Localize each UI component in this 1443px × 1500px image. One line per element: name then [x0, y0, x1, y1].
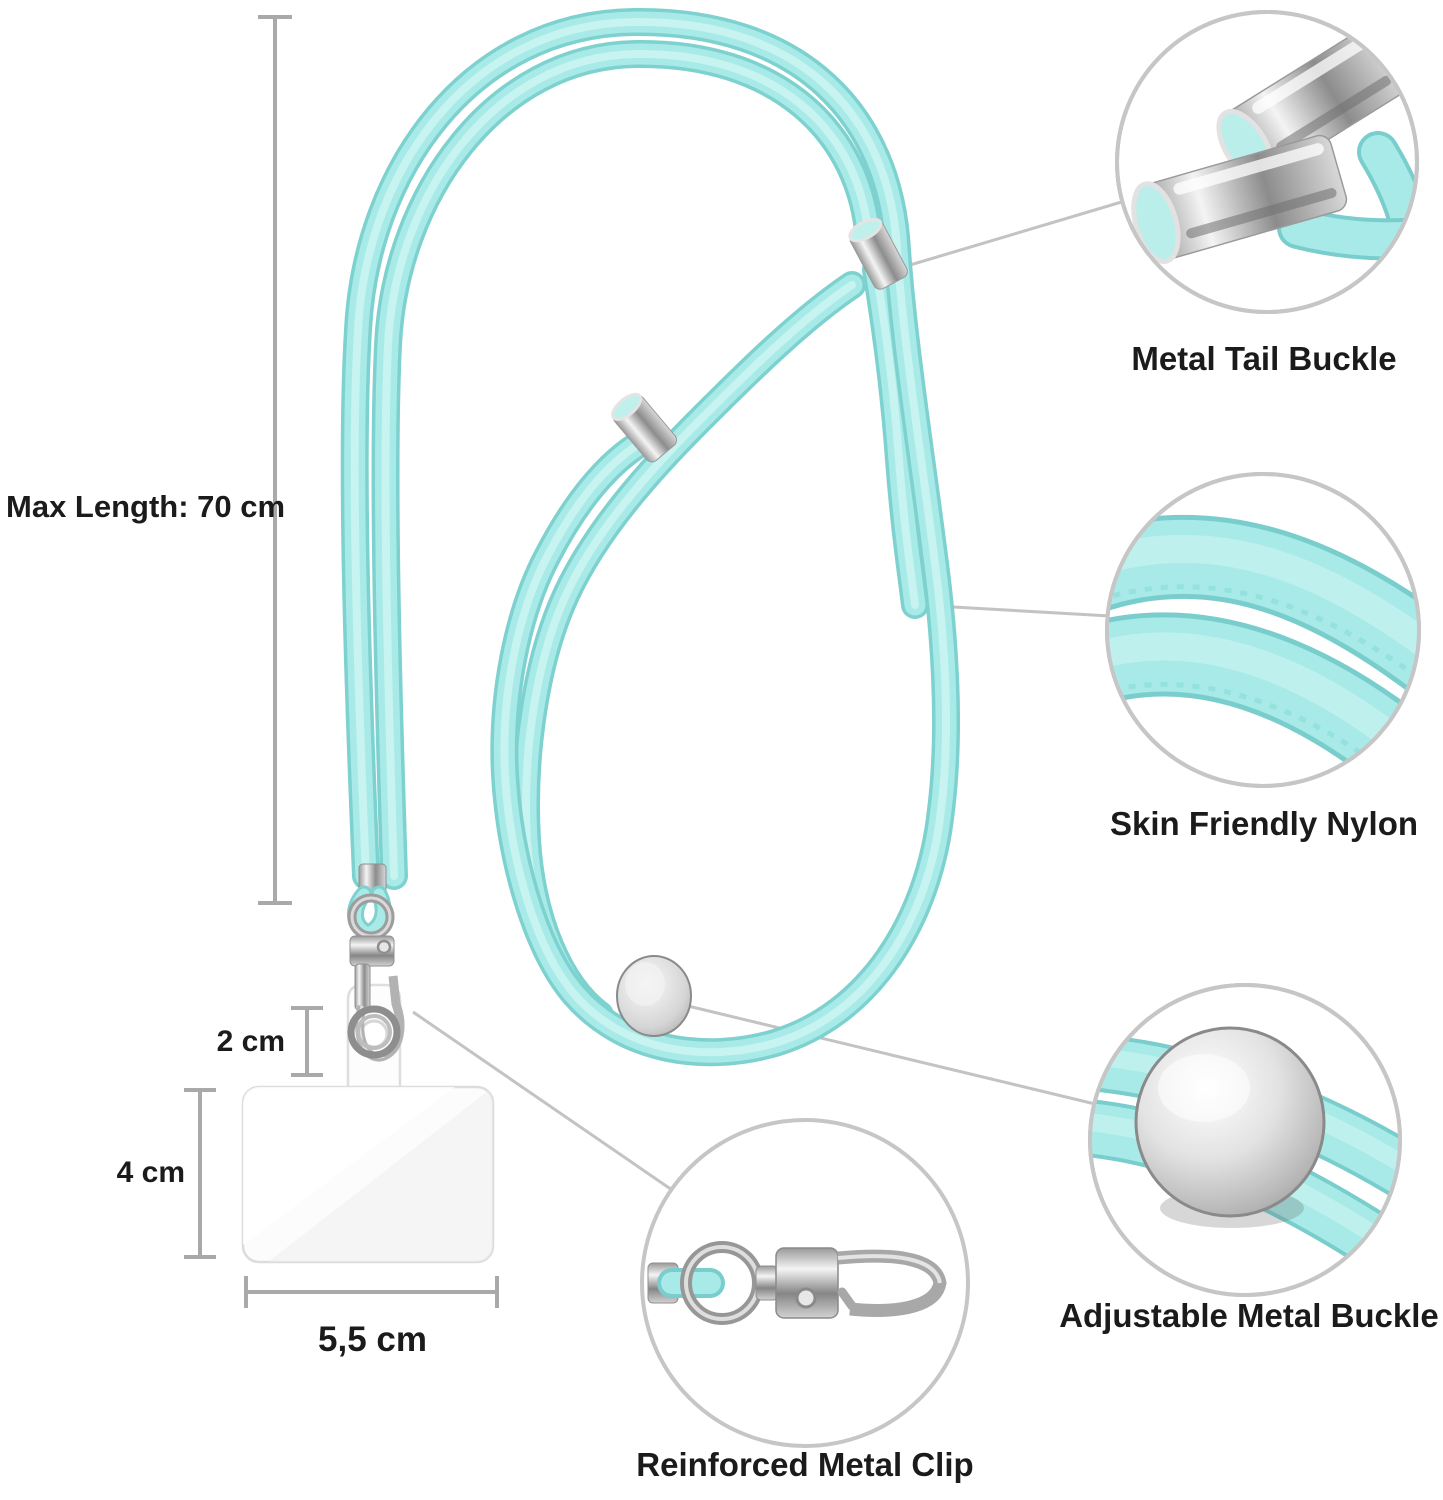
metal-tail-cap-upper: [848, 217, 908, 290]
callout-skin-friendly-nylon: [1105, 472, 1421, 788]
clip-screw: [795, 1287, 817, 1309]
clasp-screw: [376, 939, 392, 955]
clasp-arm: [354, 963, 371, 1011]
card-width-dimension-line: [244, 1276, 499, 1308]
callout-adjustable-metal-buckle: [1088, 983, 1402, 1297]
callout-label-skin-friendly-nylon: Skin Friendly Nylon: [1109, 805, 1419, 842]
phone-tab-card: [241, 983, 495, 1264]
leader-reinforced-clip: [412, 1010, 676, 1194]
card-height-label: 4 cm: [116, 1156, 185, 1189]
callout-label-reinforced-metal-clip: Reinforced Metal Clip: [636, 1446, 974, 1483]
max-length-dimension-line: [258, 15, 292, 905]
tab-height-dimension-line: [291, 1006, 323, 1077]
callout-reinforced-metal-clip: [640, 1118, 970, 1448]
adjustable-buckle: [616, 955, 692, 1037]
swivel-clasp: [347, 863, 405, 1062]
metal-tail-cap-lower: [611, 392, 677, 463]
lanyard-cord: [355, 22, 946, 1052]
max-length-label: Max Length: 70 cm: [6, 489, 286, 524]
card-height-dimension-line: [184, 1088, 216, 1259]
card-width-label: 5,5 cm: [318, 1320, 427, 1359]
leader-adjustable-buckle: [687, 1004, 1096, 1106]
tab-height-label: 2 cm: [216, 1025, 285, 1058]
leader-skin-friendly-nylon: [935, 604, 1111, 618]
callout-label-metal-tail-buckle: Metal Tail Buckle: [1131, 340, 1397, 377]
callout-label-adjustable-metal-buckle: Adjustable Metal Buckle: [1059, 1297, 1439, 1334]
leader-metal-tail-buckle: [899, 196, 1136, 270]
callout-metal-tail-buckle: [1115, 10, 1419, 314]
split-ring: [347, 1005, 401, 1059]
